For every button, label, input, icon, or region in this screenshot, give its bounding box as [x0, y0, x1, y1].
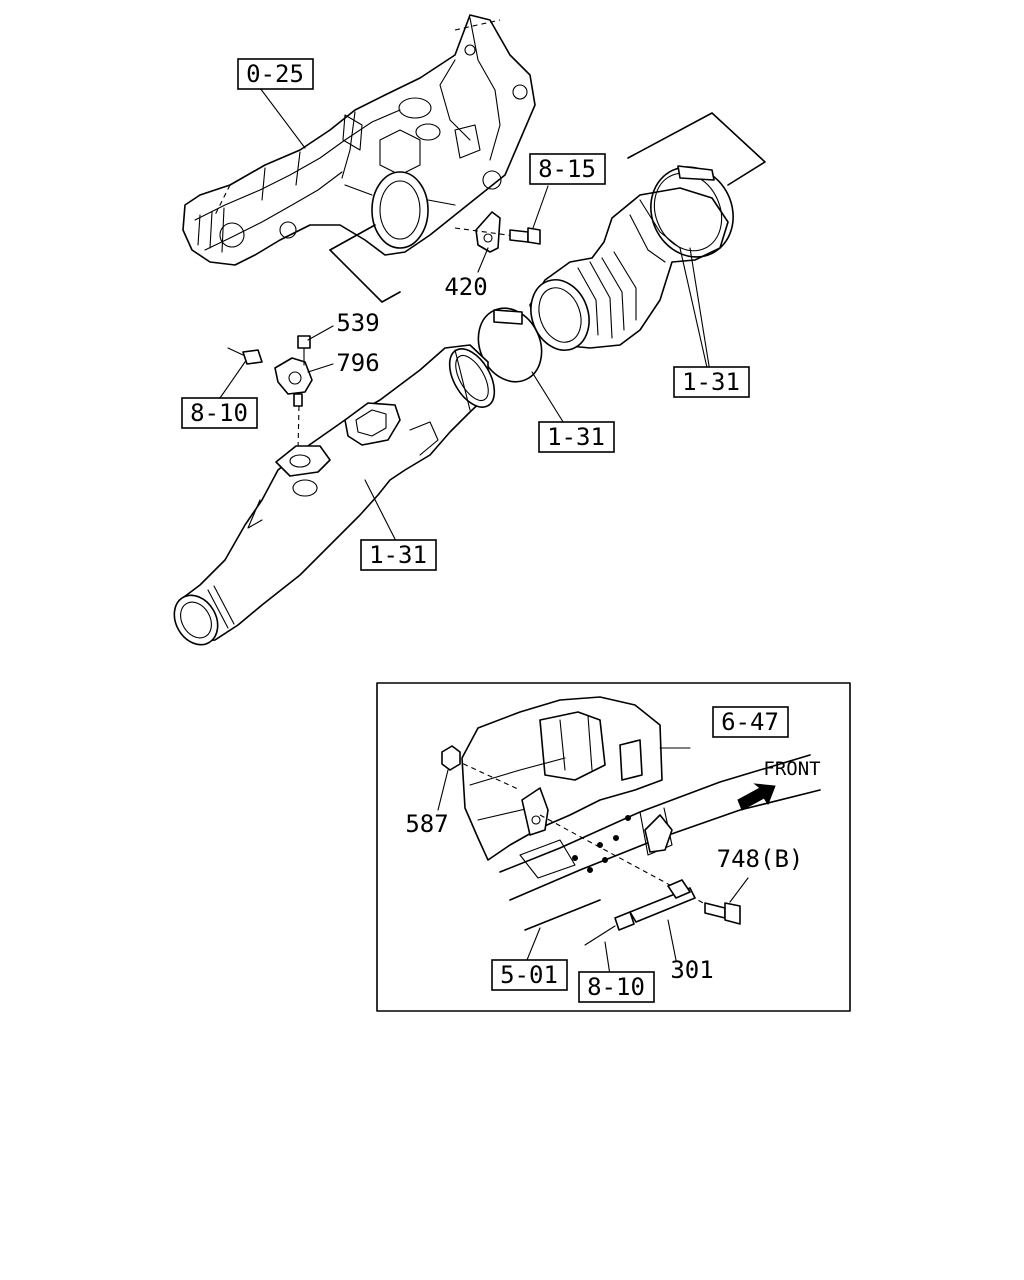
- callout-8-10-inset: 8-10: [578, 971, 655, 1003]
- callout-0-25-text: 0-25: [246, 60, 304, 88]
- callout-1-31-hose-text: 1-31: [682, 368, 740, 396]
- part-796-label: 796: [336, 349, 379, 377]
- leader-line: [477, 247, 489, 273]
- hose-clamp-upper: [650, 165, 734, 258]
- part-587-label: 587: [405, 810, 448, 838]
- mounting-bracket: [521, 787, 549, 836]
- guide-line: [454, 759, 721, 913]
- callout-8-10-inset-text: 8-10: [587, 973, 645, 1001]
- nut-587: [441, 745, 461, 771]
- callout-1-31-pipe: 1-31: [360, 539, 437, 571]
- leader-line: [604, 941, 611, 976]
- callout-1-31-hose: 1-31: [673, 366, 750, 398]
- guide-line: [329, 224, 376, 251]
- inset-frame: [376, 682, 851, 1012]
- intake-manifold: [182, 14, 536, 266]
- boost-sensor-796: [274, 335, 313, 451]
- bolt-8-15: [509, 227, 541, 245]
- leader-line: [531, 371, 566, 426]
- chassis-frame: [499, 754, 821, 931]
- leader-line: [364, 479, 399, 546]
- crank-sensor-301: [584, 879, 696, 946]
- leader-line: [526, 927, 541, 961]
- callout-1-31-pipe-text: 1-31: [369, 541, 427, 569]
- leader-line: [307, 363, 334, 373]
- callout-8-15-text: 8-15: [538, 155, 596, 183]
- part-748b-label: 748(B): [717, 845, 804, 873]
- leader-line: [219, 361, 246, 399]
- callout-8-10-top: 8-10: [181, 397, 258, 429]
- part-539-label: 539: [336, 309, 379, 337]
- leader-line: [307, 325, 334, 341]
- callout-5-01: 5-01: [491, 959, 568, 991]
- front-label: FRONT: [763, 758, 820, 780]
- part-301-label: 301: [670, 956, 713, 984]
- callout-8-15: 8-15: [529, 153, 606, 185]
- callout-1-31-clamp: 1-31: [538, 421, 615, 453]
- callout-0-25: 0-25: [237, 58, 314, 90]
- leader-line: [679, 247, 711, 373]
- part-420-label: 420: [444, 273, 487, 301]
- leader-line: [259, 87, 306, 149]
- callout-5-01-text: 5-01: [500, 961, 558, 989]
- leader-line: [667, 919, 677, 961]
- leader-line: [437, 769, 449, 811]
- guide-line: [329, 249, 401, 303]
- bolt-748b: [704, 902, 741, 925]
- callout-6-47-text: 6-47: [721, 708, 779, 736]
- engine-block: [461, 696, 663, 861]
- connector-plug: [227, 347, 263, 365]
- intake-pipe: [173, 344, 496, 646]
- leader-line: [532, 185, 549, 229]
- front-arrow-icon: [737, 783, 776, 811]
- callout-1-31-clamp-text: 1-31: [547, 423, 605, 451]
- callout-6-47: 6-47: [712, 706, 789, 738]
- intake-hose: [529, 172, 729, 351]
- callout-8-10-top-text: 8-10: [190, 399, 248, 427]
- bracket-420: [454, 211, 516, 253]
- guide-line: [627, 112, 766, 186]
- leader-line: [729, 877, 749, 903]
